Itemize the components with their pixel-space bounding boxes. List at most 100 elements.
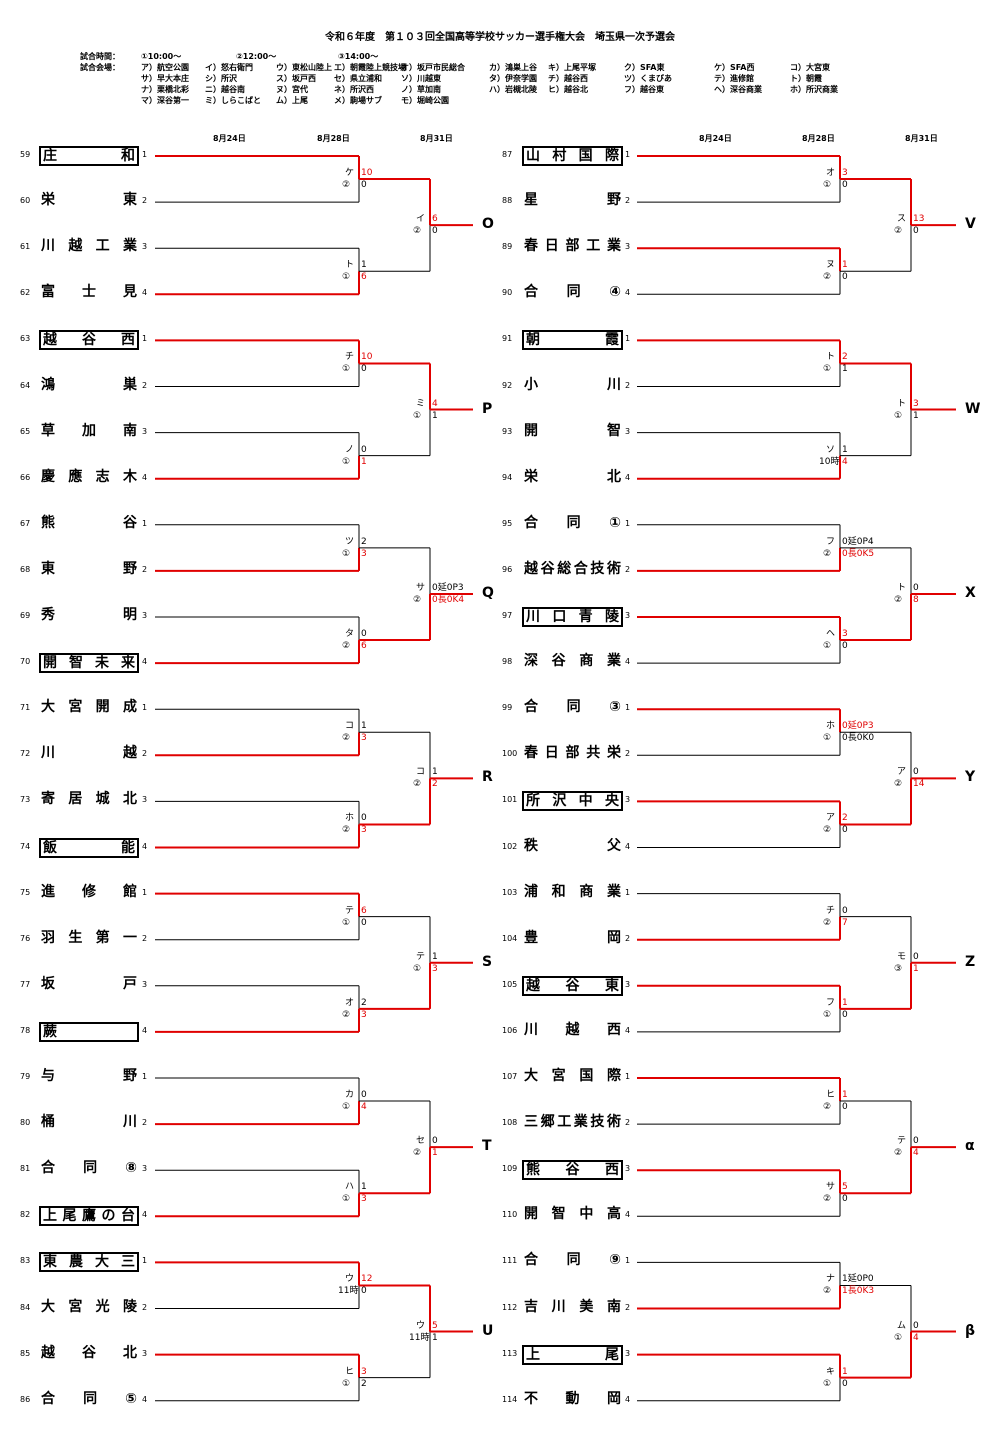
- team-slot: 3: [625, 795, 631, 805]
- team-name-char: 東: [43, 1254, 57, 1271]
- team-name-char: 大: [41, 699, 55, 716]
- block-winner-label: Z: [965, 953, 976, 970]
- match-venue: イ: [416, 214, 426, 225]
- team-entry: 秀明: [39, 607, 139, 627]
- team-name-char: 宮: [551, 1068, 566, 1084]
- venue-entry: ノ）草加南: [401, 85, 441, 94]
- team-slot: 2: [142, 1118, 148, 1128]
- venue-entry: マ）深谷第一: [141, 96, 189, 105]
- team-name: 庄和: [43, 148, 135, 164]
- team-name-char: 岡: [607, 1390, 621, 1407]
- team-name-char: 小: [524, 376, 538, 393]
- team-name: 富士見: [41, 284, 137, 300]
- team-number: 106: [502, 1025, 518, 1035]
- score-bottom: 2: [361, 1378, 367, 1389]
- score-top: 0: [361, 813, 367, 824]
- team-name-char: 川: [41, 238, 55, 255]
- team-name-char: 桶: [41, 1114, 55, 1131]
- team-slot: 4: [142, 841, 148, 851]
- match-venue: ナ: [826, 1274, 836, 1285]
- match-venue: ト: [826, 352, 836, 363]
- venue-entry: ハ）岩槻北陵: [489, 85, 537, 94]
- team-name-char: 秩: [524, 837, 538, 854]
- team-name: 栄北: [524, 469, 621, 485]
- team-slot: 4: [142, 288, 148, 298]
- team-name-char: 加: [82, 422, 96, 439]
- team-number: 75: [20, 887, 31, 897]
- score-bottom: 0: [842, 272, 848, 283]
- date-round3-left: 8月31日: [420, 134, 453, 143]
- team-name-char: 春: [524, 238, 538, 255]
- team-number: 100: [502, 749, 518, 759]
- team-entry: 熊谷: [39, 515, 139, 535]
- team-name-char: 所: [526, 793, 540, 810]
- team-name-char: 越: [524, 560, 538, 577]
- team-name-char: 草: [41, 422, 55, 439]
- team-number: 74: [20, 841, 31, 851]
- team-slot: 1: [142, 518, 148, 528]
- team-slot: 2: [142, 1302, 148, 1312]
- score-top: 3: [913, 398, 919, 409]
- team-name: 草加南: [41, 423, 137, 439]
- team-slot: 1: [625, 334, 631, 344]
- team-number: 80: [20, 1118, 31, 1128]
- team-name-char: 深: [524, 653, 538, 670]
- team-name: 大宮開成: [41, 699, 137, 715]
- team-slot: 1: [142, 334, 148, 344]
- team-entry: 川越: [39, 745, 139, 765]
- score-top: 1: [432, 951, 438, 962]
- team-entry: 秩父: [522, 838, 623, 858]
- team-entry: 所沢中央: [522, 791, 623, 812]
- team-name: 桶川: [41, 1114, 137, 1130]
- team-name-char: 未: [95, 655, 109, 672]
- team-name: 越谷東: [526, 978, 619, 994]
- team-name-char: 中: [579, 1206, 594, 1223]
- match-venue: チ: [826, 905, 836, 916]
- score-top: 0: [432, 1136, 438, 1147]
- score-bottom: 3: [361, 1009, 367, 1020]
- team-number: 64: [20, 380, 31, 390]
- score-bottom: 4: [361, 1102, 367, 1113]
- team-name-char: 谷: [551, 653, 566, 670]
- team-name-char: 開: [43, 655, 57, 672]
- team-slot: 4: [625, 1210, 631, 1220]
- team-name-char: 朝: [526, 332, 540, 349]
- team-name-char: 村: [552, 148, 567, 164]
- match-venue: ト: [897, 582, 907, 593]
- score-top: 3: [361, 1366, 367, 1377]
- match-venue: ソ: [826, 444, 836, 455]
- team-number: 94: [502, 472, 513, 482]
- team-entry: 開智: [522, 423, 623, 443]
- score-top: 0: [842, 905, 848, 916]
- venue-entry: ニ）越谷南: [205, 85, 245, 94]
- team-slot: 2: [142, 196, 148, 206]
- team-name-char: 技: [590, 1114, 605, 1131]
- team-name-char: 尾: [605, 1346, 619, 1363]
- team-name-char: 日: [544, 238, 559, 255]
- team-slot: 3: [142, 979, 148, 989]
- team-entry: 浦和商業: [522, 884, 623, 904]
- team-entry: 不動岡: [522, 1391, 623, 1411]
- venue-entry: ミ）しらこばと: [205, 96, 261, 105]
- team-entry: 豊岡: [522, 930, 623, 950]
- score-bottom: 3: [361, 1194, 367, 1205]
- team-slot: 2: [625, 564, 631, 574]
- score-top: 0: [361, 629, 367, 640]
- team-name-char: 合: [524, 699, 538, 716]
- team-name: 川越工業: [41, 238, 137, 254]
- match-time: ②: [413, 779, 422, 790]
- team-entry: 吉川美南: [522, 1299, 623, 1319]
- team-name-char: 中: [578, 793, 593, 810]
- team-slot: 2: [625, 380, 631, 390]
- team-entry: 進修館: [39, 884, 139, 904]
- team-number: 70: [20, 657, 31, 667]
- team-name-char: 霞: [605, 332, 619, 349]
- team-name-char: 商: [579, 883, 594, 900]
- team-name-char: 際: [604, 148, 619, 164]
- match-venue: サ: [826, 1182, 836, 1193]
- team-name-char: 東: [605, 977, 619, 994]
- match-venue: フ: [826, 997, 836, 1008]
- team-name-char: 工: [586, 238, 601, 255]
- team-name-char: ④: [609, 284, 621, 301]
